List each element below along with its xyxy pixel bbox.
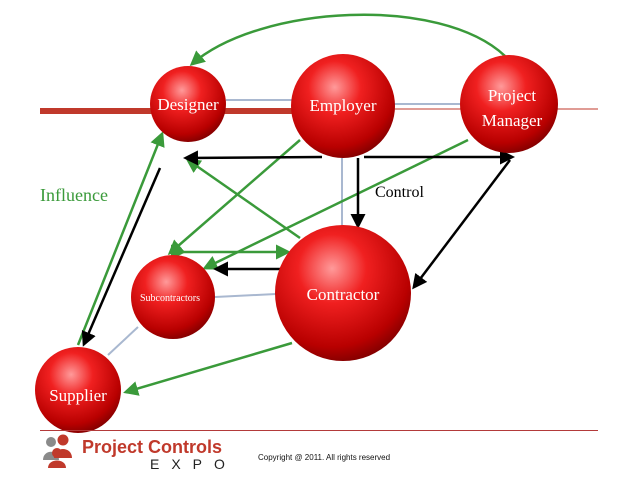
influence-label: Influence xyxy=(40,185,108,205)
connector-lines xyxy=(107,99,460,356)
node-contractor: Contractor xyxy=(275,225,411,361)
arrow-pm-to-designer xyxy=(189,13,506,66)
arrow-supplier-to-designer xyxy=(76,131,165,346)
node-employer-label: Employer xyxy=(309,96,376,115)
node-project-manager: Project Manager xyxy=(460,55,558,153)
node-subcontractors-label: Subcontractors xyxy=(140,293,200,304)
node-supplier: Supplier xyxy=(35,347,121,433)
node-supplier-ball xyxy=(35,347,121,433)
people-icon xyxy=(43,434,72,468)
node-contractor-ball xyxy=(275,225,411,361)
node-project-manager-label-line2: Manager xyxy=(482,111,543,130)
arrow-contractor-to-designer xyxy=(185,158,301,240)
control-label: Control xyxy=(375,184,424,201)
node-designer-label: Designer xyxy=(157,95,219,114)
arrow-designer-to-supplier xyxy=(81,167,162,347)
node-project-manager-ball xyxy=(460,55,558,153)
node-employer-ball xyxy=(291,54,395,158)
arrow-employer-to-sub xyxy=(167,139,301,255)
node-contractor-label: Contractor xyxy=(307,285,380,304)
footer-rule xyxy=(40,430,598,431)
arrow-pm-to-contractor xyxy=(412,159,511,290)
copyright-text: Copyright @ 2011. All rights reserved xyxy=(258,453,391,462)
project-controls-expo-logo: Project Controls EXPO xyxy=(43,434,237,472)
logo-text-top: Project Controls xyxy=(82,437,222,457)
logo-text-bottom: EXPO xyxy=(150,456,237,472)
node-designer: Designer xyxy=(150,66,226,142)
node-designer-ball xyxy=(150,66,226,142)
connector-sub-supplier xyxy=(107,326,139,356)
node-subcontractors-ball xyxy=(131,255,215,339)
control-arrows xyxy=(81,149,515,347)
node-supplier-label: Supplier xyxy=(49,386,107,405)
connector-sub-contractor xyxy=(214,293,277,298)
arrow-contractor-to-supplier xyxy=(123,341,293,396)
arrow-employer-to-designer xyxy=(183,150,323,166)
influence-arrows xyxy=(76,13,506,396)
node-subcontractors: Subcontractors xyxy=(131,255,215,339)
node-project-manager-label-line1: Project xyxy=(488,86,536,105)
node-employer: Employer xyxy=(291,54,395,158)
